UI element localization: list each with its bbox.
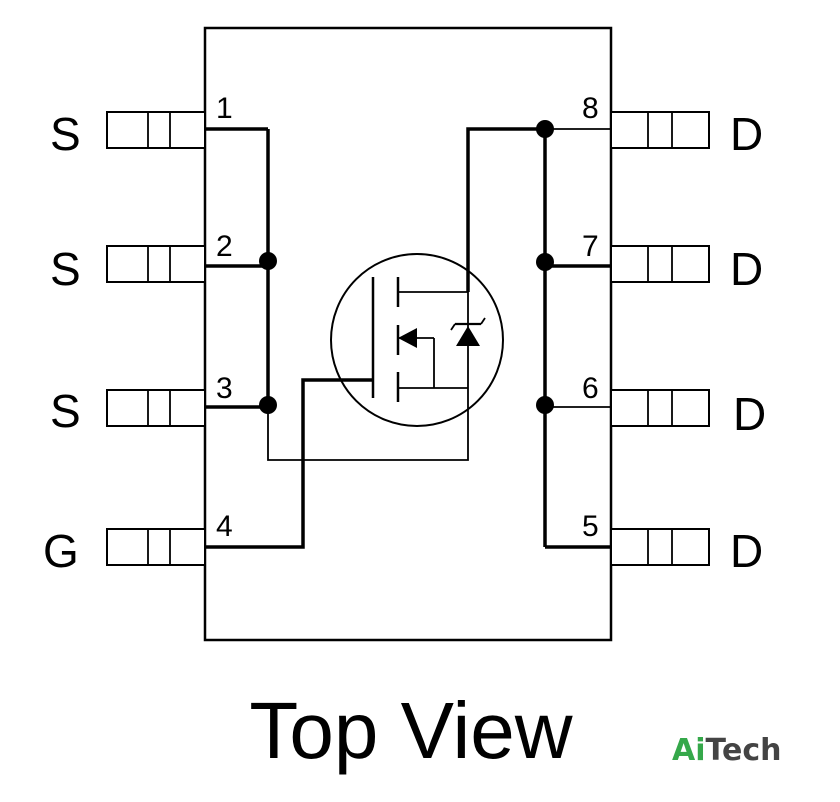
pin-label-1: S: [50, 108, 81, 160]
pad-pin-5: [610, 528, 710, 566]
pad-pin-1: [106, 111, 206, 149]
gate-wiring: [205, 378, 373, 549]
junction-dot: [536, 120, 554, 138]
brand-suffix: Tech: [706, 733, 782, 768]
pad-pin-6: [610, 389, 710, 427]
pin-number-2: 2: [216, 230, 233, 263]
channel-arrow: [398, 328, 417, 348]
mosfet-symbol: [330, 253, 504, 427]
source-wiring: [205, 127, 469, 461]
pad-pin-3: [106, 389, 206, 427]
junction-dot: [259, 396, 277, 414]
pad-pin-4: [106, 528, 206, 566]
pin-label-2: S: [50, 243, 81, 295]
pin-number-6: 6: [582, 372, 599, 405]
pin-label-4: G: [43, 525, 79, 577]
pad-pin-7: [610, 245, 710, 283]
pin-number-4: 4: [216, 510, 233, 543]
pin-number-5: 5: [582, 510, 599, 543]
pin-label-3: S: [50, 385, 81, 437]
junction-dot: [259, 252, 277, 270]
view-caption: Top View: [249, 686, 572, 775]
junction-dot: [536, 396, 554, 414]
pin-label-5: D: [730, 525, 763, 577]
junction-dot: [536, 253, 554, 271]
pin-number-3: 3: [216, 372, 233, 405]
body-diode-icon: [450, 292, 486, 388]
pin-number-1: 1: [216, 92, 233, 125]
pin-label-6: D: [733, 388, 766, 440]
pin-number-8: 8: [582, 92, 599, 125]
pad-pin-2: [106, 245, 206, 283]
pin-label-8: D: [730, 108, 763, 160]
drain-wiring: [466, 120, 611, 549]
pad-pin-8: [610, 111, 710, 149]
pin-label-7: D: [730, 243, 763, 295]
mosfet-circle: [330, 253, 504, 427]
left-pads: [106, 111, 206, 566]
pin-number-7: 7: [582, 230, 599, 263]
brand-prefix: Ai: [672, 733, 706, 768]
right-pads: [610, 111, 710, 566]
brand-logo: AiTech: [672, 733, 781, 768]
